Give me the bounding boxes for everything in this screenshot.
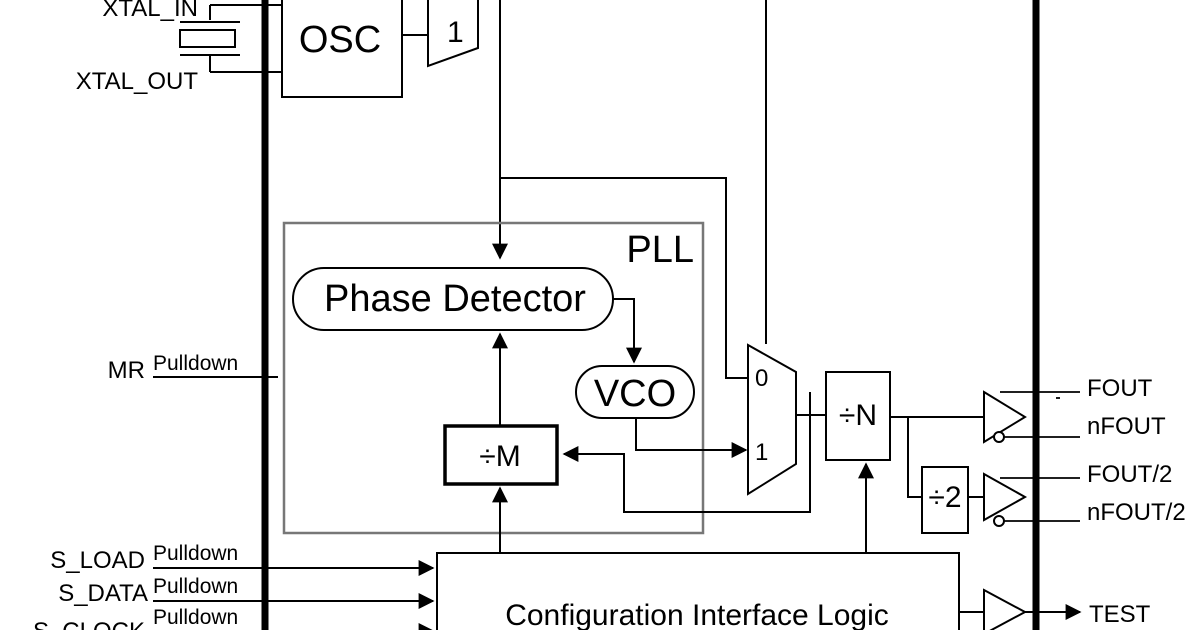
phase-detector-label: Phase Detector xyxy=(324,278,586,320)
pin-s-clock: S_CLOCK xyxy=(33,618,145,630)
divider-2-label: ÷2 xyxy=(928,481,961,514)
vco-label: VCO xyxy=(594,373,676,415)
pin-xtal-in: XTAL_IN xyxy=(102,0,198,22)
pulldown-mr: Pulldown xyxy=(153,352,238,375)
pin-mr: MR xyxy=(108,357,145,384)
osc-label: OSC xyxy=(299,19,381,61)
pin-fout2: FOUT/2 xyxy=(1087,461,1172,488)
test-buffer xyxy=(959,588,1082,630)
output-mux xyxy=(747,343,797,496)
pin-nfout2: nFOUT/2 xyxy=(1087,499,1186,526)
fout-buffer xyxy=(983,390,1080,444)
input-mux-label: 1 xyxy=(447,16,464,49)
pin-test: TEST xyxy=(1089,601,1151,628)
pulldown-s-load: Pulldown xyxy=(153,542,238,565)
crystal-symbol xyxy=(179,4,282,73)
config-interface-label: Configuration Interface Logic xyxy=(505,599,889,630)
divider-m-label: ÷M xyxy=(479,440,520,473)
pin-xtal-out: XTAL_OUT xyxy=(76,68,199,95)
config-interface-block xyxy=(436,552,960,630)
divider-n-label: ÷N xyxy=(839,399,877,432)
pulldown-s-clock: Pulldown xyxy=(153,606,238,629)
mux-input-0: 0 xyxy=(755,365,768,392)
pulldown-s-data: Pulldown xyxy=(153,575,238,598)
mux-input-1: 1 xyxy=(755,439,768,466)
divider-2-block xyxy=(921,466,969,534)
pin-nfout: nFOUT xyxy=(1087,413,1166,440)
osc-block xyxy=(281,0,403,98)
fout2-buffer xyxy=(983,472,1080,527)
input-mux xyxy=(427,0,479,68)
pin-fout: FOUT xyxy=(1087,375,1153,402)
pin-s-load: S_LOAD xyxy=(50,547,145,574)
pll-boundary xyxy=(282,221,705,535)
pll-label: PLL xyxy=(626,229,694,271)
divider-n-block xyxy=(825,371,891,461)
pin-s-data: S_DATA xyxy=(58,580,148,607)
